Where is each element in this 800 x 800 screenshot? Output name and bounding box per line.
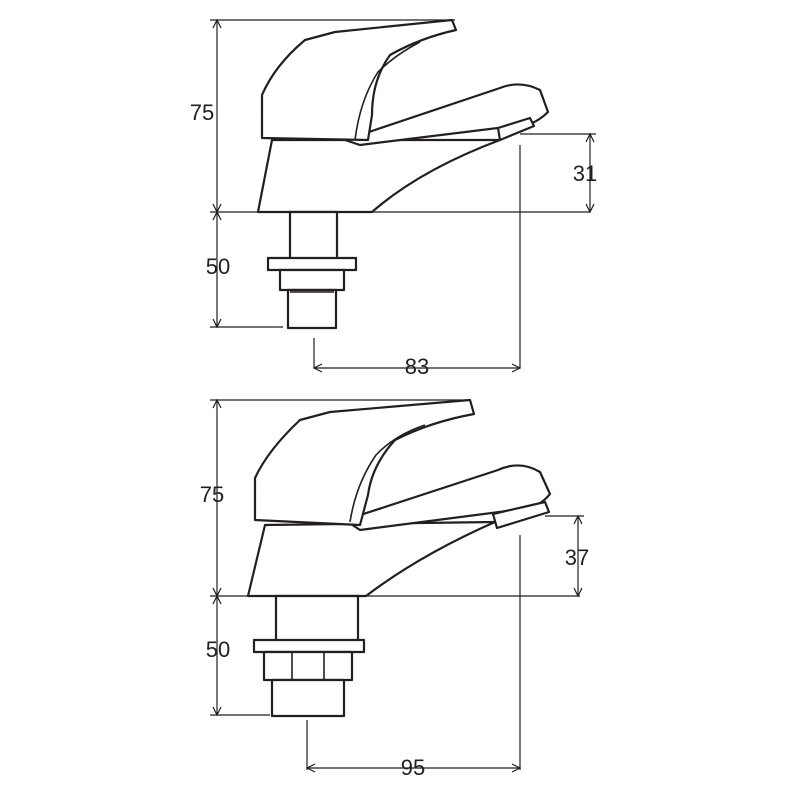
dimension-spout-height-2: 37 <box>565 545 589 570</box>
dimension-tail-length-2: 50 <box>206 637 230 662</box>
tap-diagram-1: 75 50 31 83 <box>190 18 597 379</box>
dimension-total-height-1: 75 <box>190 100 214 125</box>
tap-diagram-2: 75 50 37 95 <box>200 398 589 780</box>
dimension-total-height-2: 75 <box>200 482 224 507</box>
dimension-spout-height-1: 31 <box>573 161 597 186</box>
dimension-spout-reach-1: 83 <box>405 354 429 379</box>
dimension-tail-length-1: 50 <box>206 254 230 279</box>
dimension-spout-reach-2: 95 <box>401 755 425 780</box>
tap-body-1 <box>256 18 550 330</box>
tap-body-2 <box>246 398 552 718</box>
